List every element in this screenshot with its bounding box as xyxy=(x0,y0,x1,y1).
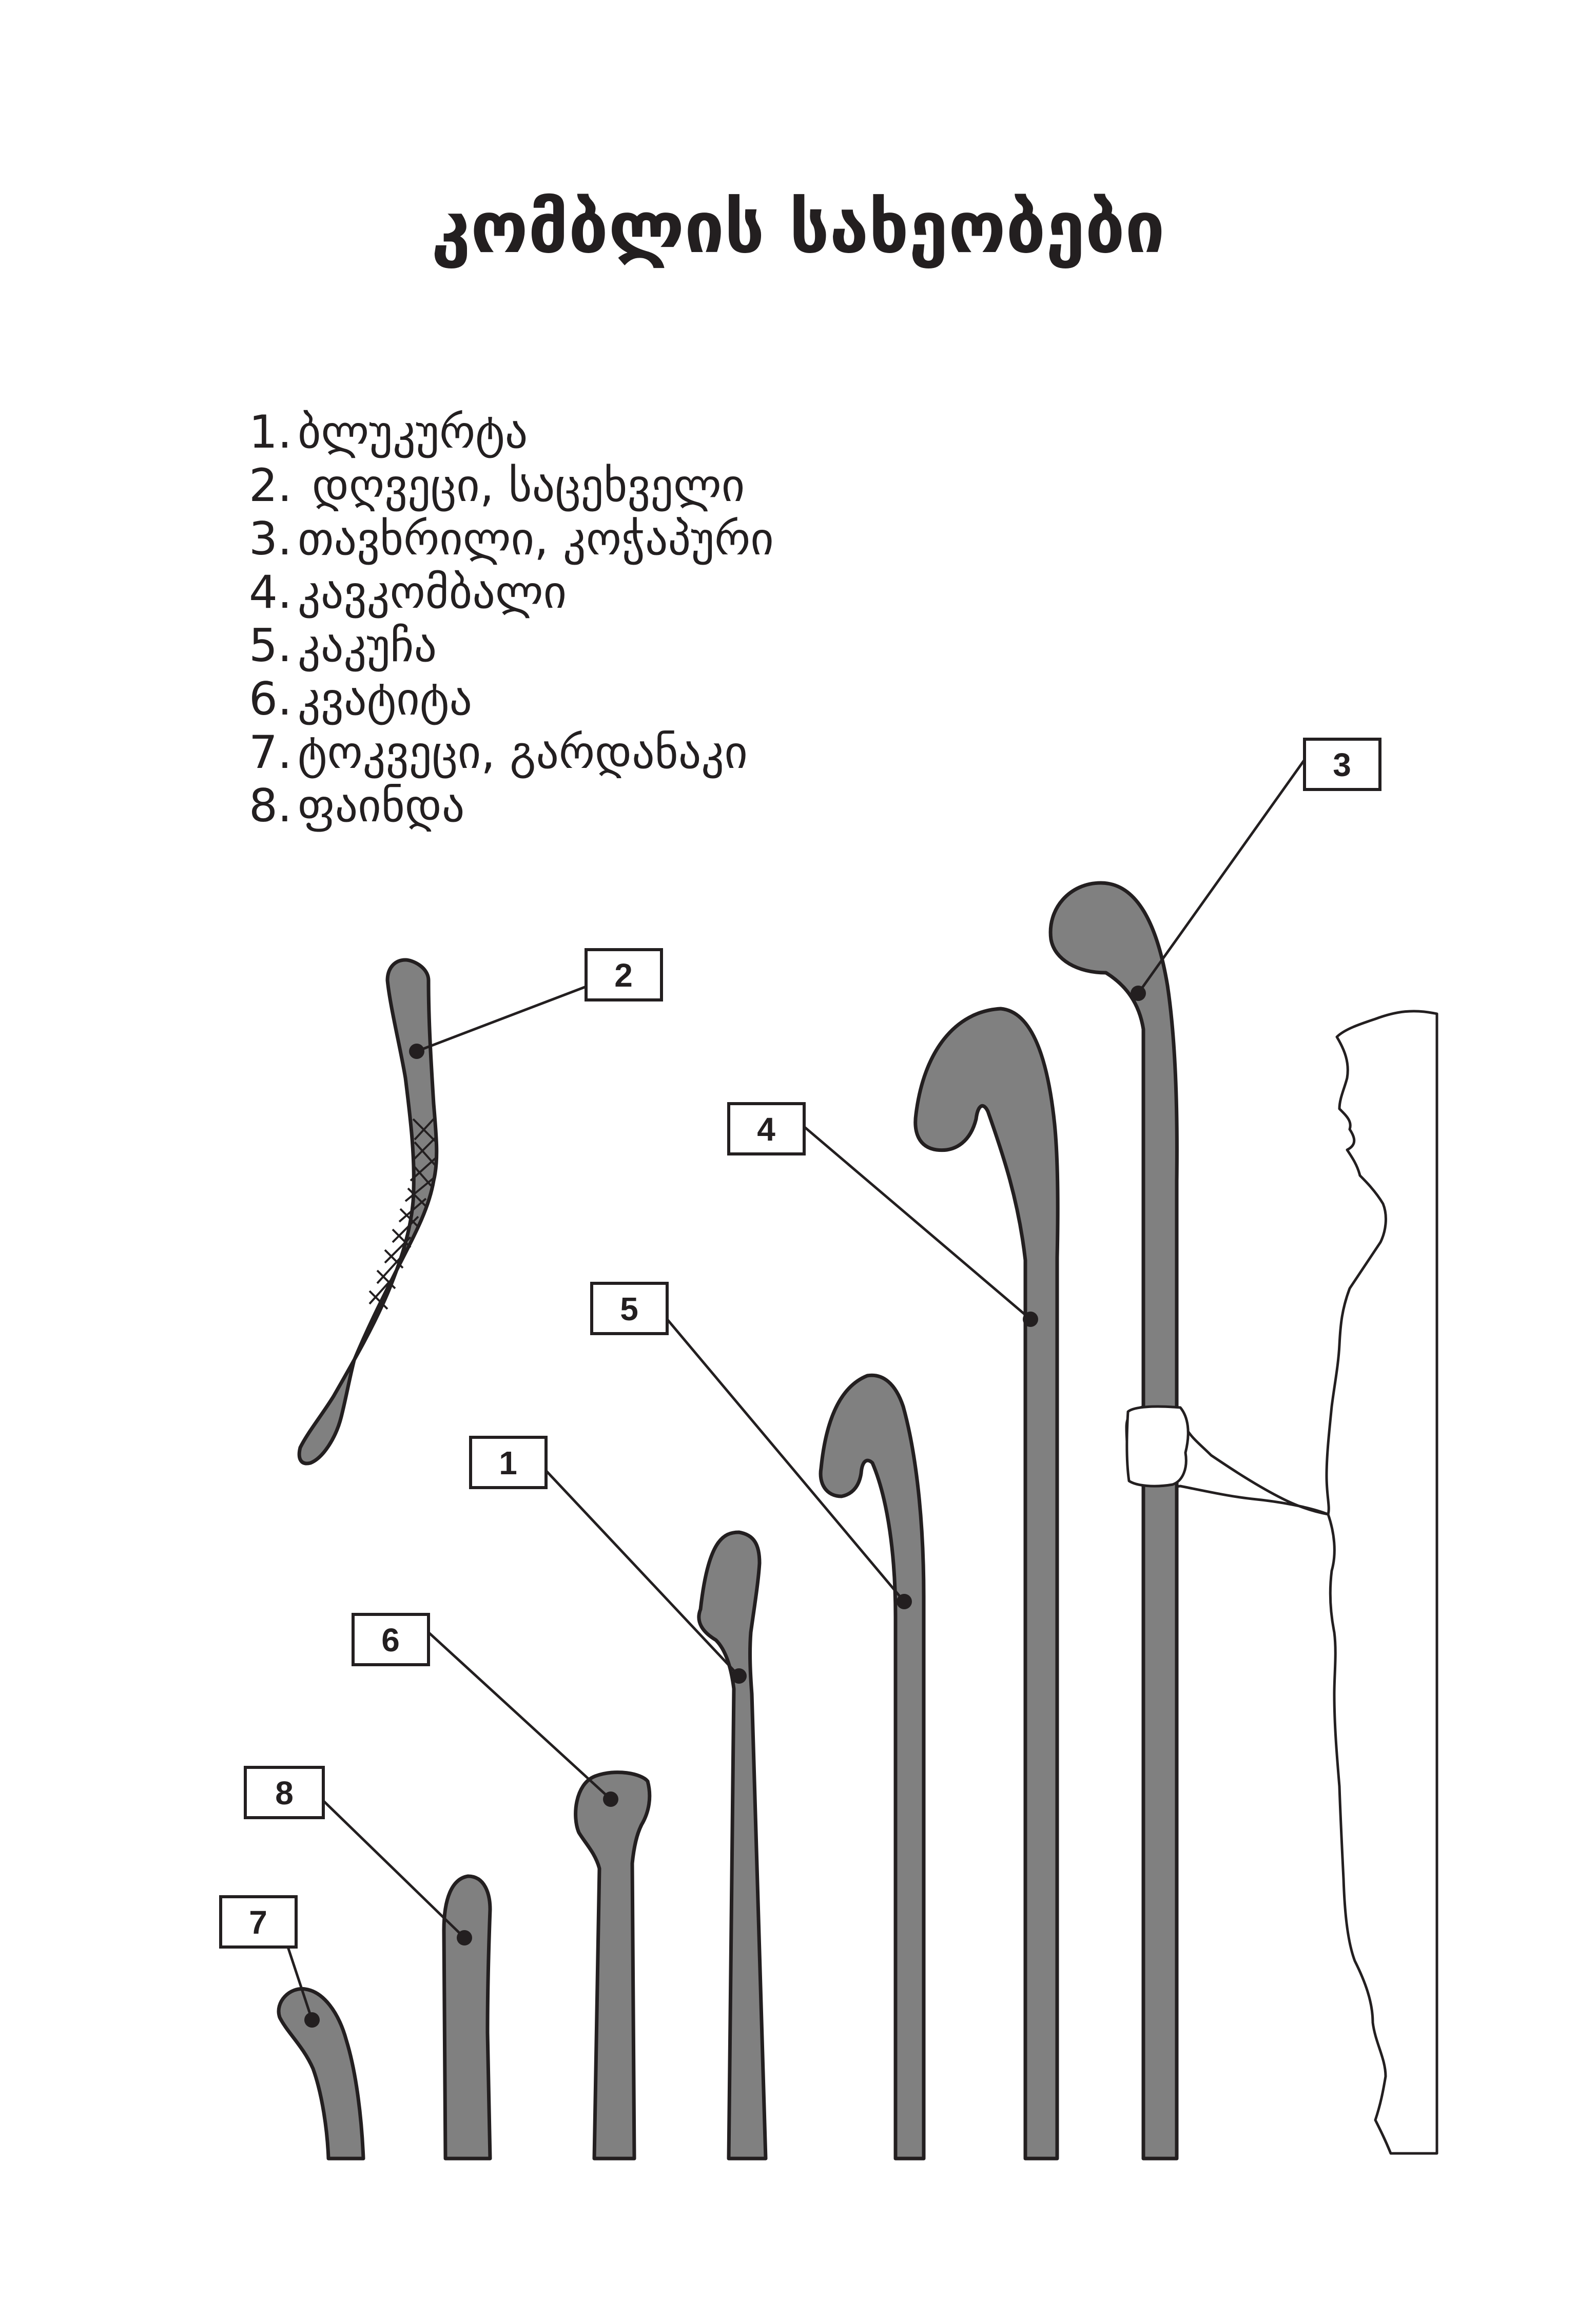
callout-7-label: 7 xyxy=(249,1904,267,1941)
anchor-dot-2 xyxy=(409,1044,424,1059)
callout-1: 1 xyxy=(469,1436,548,1489)
callout-8: 8 xyxy=(244,1766,325,1819)
legend-number: 8. xyxy=(249,779,292,832)
legend-item: 2. დღვეცი, საცეხველი xyxy=(249,459,774,512)
anchor-dot-1 xyxy=(731,1668,747,1684)
anchor-dot-7 xyxy=(304,2012,320,2028)
callout-1-label: 1 xyxy=(499,1444,517,1481)
legend-label: დღვეცი, საცეხველი xyxy=(298,459,745,512)
legend-label: კაკუჩა xyxy=(298,619,437,672)
legend-number: 6. xyxy=(249,672,292,725)
callout-5: 5 xyxy=(590,1282,669,1335)
staff-2-lattice xyxy=(368,1118,437,1310)
callout-7: 7 xyxy=(219,1895,298,1949)
callout-4-label: 4 xyxy=(757,1111,775,1148)
legend-item: 7.ტოკვეცი, გარდანაკი xyxy=(249,726,774,779)
anchor-dot-6 xyxy=(603,1791,618,1807)
legend-label: კვატიტა xyxy=(298,672,473,725)
staff-5-shape xyxy=(819,1373,926,2161)
staff-6-shape xyxy=(574,1770,652,2161)
legend-number: 1. xyxy=(249,406,292,458)
leader-lines xyxy=(286,759,1306,2028)
legend-label: თავხრილი, კოჭაპური xyxy=(298,512,774,565)
legend-number: 3. xyxy=(249,512,292,565)
legend-item: 8.ფაინდა xyxy=(249,779,774,833)
page-title: კომბლის სახეობები xyxy=(431,186,1165,269)
staff-1-shape xyxy=(697,1530,768,2161)
anchor-dot-5 xyxy=(897,1594,912,1609)
callout-2-label: 2 xyxy=(614,957,633,994)
callout-3: 3 xyxy=(1303,738,1381,791)
legend-item: 1.ბლუკურტა xyxy=(249,406,774,459)
legend-label: ტოკვეცი, გარდანაკი xyxy=(298,726,748,779)
callout-6: 6 xyxy=(352,1613,430,1666)
anchor-dot-8 xyxy=(457,1930,472,1945)
callout-2: 2 xyxy=(585,948,663,1001)
legend-item: 3.თავხრილი, კოჭაპური xyxy=(249,512,774,566)
staff-4-shape xyxy=(913,1007,1060,2161)
callout-4: 4 xyxy=(727,1102,806,1155)
callout-3-label: 3 xyxy=(1333,746,1351,783)
legend-item: 4.კავკომბალი xyxy=(249,566,774,619)
callout-5-label: 5 xyxy=(620,1290,638,1327)
legend-label: კავკომბალი xyxy=(298,566,567,619)
legend-number: 2. xyxy=(249,459,292,512)
callout-6-label: 6 xyxy=(381,1622,400,1659)
anchor-dot-3 xyxy=(1131,986,1146,1001)
hand-grip xyxy=(1125,1405,1190,1488)
legend-number: 4. xyxy=(249,566,292,619)
legend-label: ბლუკურტა xyxy=(298,406,528,458)
anchor-dot-4 xyxy=(1023,1312,1038,1327)
callout-8-label: 8 xyxy=(275,1775,294,1812)
legend-item: 6.კვატიტა xyxy=(249,672,774,726)
staff-3-shape xyxy=(1048,881,1179,2161)
legend-number: 7. xyxy=(249,726,292,779)
legend-number: 5. xyxy=(249,619,292,672)
legend-label: ფაინდა xyxy=(298,779,465,832)
legend-list: 1.ბლუკურტა 2. დღვეცი, საცეხველი 3.თავხრი… xyxy=(249,406,774,833)
staff-8-shape xyxy=(442,1874,492,2161)
legend-item: 5.კაკუჩა xyxy=(249,619,774,672)
staff-7-shape xyxy=(277,1987,365,2161)
staff-2-shape xyxy=(297,958,439,1466)
